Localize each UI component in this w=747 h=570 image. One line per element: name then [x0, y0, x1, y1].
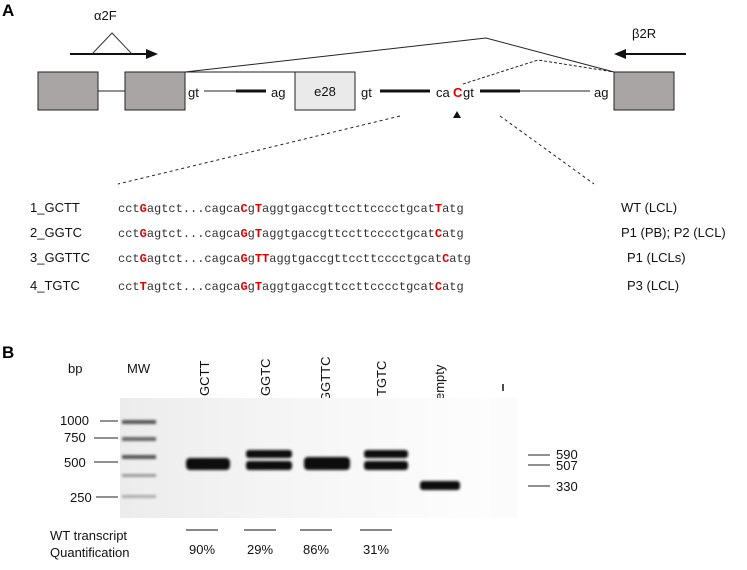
seq-row-sample: WT (LCL): [621, 200, 677, 215]
exon-e28: [294, 71, 356, 111]
lane-label-gctt: GCTT: [197, 361, 212, 396]
exon-last: [613, 71, 675, 111]
reverse-primer-label: β2R: [632, 26, 656, 41]
splice-site-gt-1: gt: [188, 85, 199, 100]
quant-label-line1: WT transcript: [50, 528, 127, 543]
cryptic-site-ca: ca: [436, 85, 451, 100]
size-label-507: 507: [556, 458, 578, 473]
ladder-label-500: 500: [64, 455, 86, 470]
exon-e28-label: e28: [314, 84, 336, 99]
seq-row-sequence: cctGagtct...cagcaGgTTaggtgaccgttccttcccc…: [118, 252, 471, 266]
quant-value-ggttc: 86%: [303, 542, 329, 557]
band-tgtc-507: [364, 461, 408, 470]
gel-image: [120, 398, 518, 518]
size-label-590: 590: [556, 447, 578, 462]
variant-base-c: C: [453, 85, 463, 100]
ladder-label-250: 250: [70, 490, 92, 505]
cryptic-site-gt: gt: [463, 85, 474, 100]
seq-row-sequence: cctTagtct...cagcaGgTaggtgaccgttccttcccct…: [118, 280, 464, 294]
ladder-label-750: 750: [64, 430, 86, 445]
band-ggtc-507: [246, 461, 292, 470]
lane-label-ggttc: GGTTC: [318, 357, 333, 403]
size-label-330: 330: [556, 479, 578, 494]
seq-row-sequence: cctGagtct...cagcaGgTaggtgaccgttccttcccct…: [118, 227, 464, 241]
band-ggtc-590: [246, 450, 292, 458]
seq-row-sample: P3 (LCL): [627, 278, 679, 293]
quant-label-line2: Quantification: [50, 545, 130, 560]
seq-row-id: 2_GGTC: [30, 225, 82, 240]
zoom-line-left: [117, 115, 401, 185]
exon-2: [124, 71, 186, 111]
quant-value-ggtc: 29%: [247, 542, 273, 557]
splice-site-ag-1: ag: [271, 85, 285, 100]
reverse-primer: β2R: [614, 26, 686, 59]
band-gctt-507: [186, 458, 230, 470]
seq-row-id: 1_GCTT: [30, 200, 80, 215]
panel-b-label: B: [2, 343, 14, 362]
ladder-label-1000: 1000: [60, 413, 89, 428]
seq-row-sequence: cctGagtct...cagcaCgTaggtgaccgttccttcccct…: [118, 202, 464, 216]
band-tgtc-590: [364, 450, 408, 458]
ladder-bands: [122, 420, 156, 498]
lane-label-empty: empty: [432, 364, 447, 400]
exon-1: [37, 71, 99, 111]
panel-a-label: A: [2, 1, 14, 20]
splice-site-ag-2: ag: [594, 85, 608, 100]
quant-value-tgtc: 31%: [363, 542, 389, 557]
splice-site-gt-2: gt: [361, 85, 372, 100]
seq-row-id: 4_TGTC: [30, 278, 80, 293]
sequence-alignment: 1_GCTT cctGagtct...cagcaCgTaggtgaccgttcc…: [30, 200, 726, 294]
zoom-line-right: [499, 115, 595, 185]
forward-primer-label: α2F: [94, 8, 117, 23]
forward-primer: α2F: [70, 8, 158, 59]
lane-label-ggtc: GGTC: [258, 358, 273, 396]
quant-value-gctt: 90%: [189, 542, 215, 557]
sample-bands: [186, 450, 460, 490]
band-empty-330: [420, 481, 460, 490]
seq-row-sample: P1 (LCLs): [627, 250, 686, 265]
seq-row-id: 3_GGTTC: [30, 250, 90, 265]
seq-row-sample: P1 (PB); P2 (LCL): [621, 225, 726, 240]
lane-label-tgtc: TGTC: [374, 361, 389, 396]
bp-label: bp: [68, 361, 82, 376]
gene-structure: gt ag e28 gt ca C gt ag: [37, 37, 675, 118]
band-ggttc-507: [304, 457, 350, 470]
variant-position-marker: [453, 111, 461, 118]
mw-label: MW: [127, 361, 151, 376]
